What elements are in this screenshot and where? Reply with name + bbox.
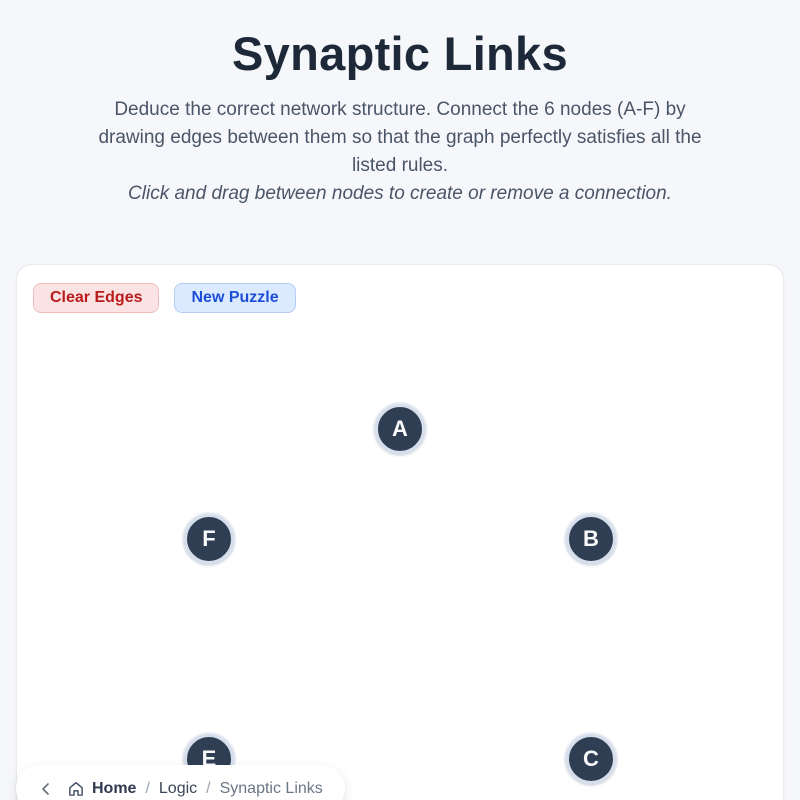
new-puzzle-button[interactable]: New Puzzle: [174, 283, 296, 313]
breadcrumb-item-home[interactable]: Home: [67, 780, 136, 798]
breadcrumb-home-label: Home: [92, 779, 137, 797]
puzzle-card: Clear Edges New Puzzle: [16, 264, 784, 800]
node-label: E: [201, 746, 217, 771]
breadcrumb-separator: /: [206, 779, 211, 797]
breadcrumb-separator: /: [145, 779, 150, 797]
graph-node-b[interactable]: B: [566, 514, 616, 564]
puzzle-toolbar: Clear Edges New Puzzle: [33, 283, 767, 313]
back-chevron-icon[interactable]: [38, 781, 54, 797]
breadcrumb: Home / Logic / Synaptic Links: [16, 765, 345, 800]
node-label: B: [583, 526, 599, 551]
graph-node-c[interactable]: C: [566, 734, 616, 784]
node-label: A: [392, 416, 408, 441]
node-label: C: [583, 746, 599, 771]
clear-edges-button[interactable]: Clear Edges: [33, 283, 160, 313]
page-title: Synaptic Links: [232, 27, 568, 80]
graph-node-a[interactable]: A: [375, 404, 425, 454]
breadcrumb-item-logic[interactable]: Logic: [158, 779, 198, 797]
node-label: F: [202, 526, 216, 551]
home-icon: [67, 780, 85, 798]
puzzle-instruction: Click and drag between nodes to create o…: [128, 183, 672, 204]
graph-node-f[interactable]: F: [184, 514, 234, 564]
breadcrumb-item-current: Synaptic Links: [219, 779, 323, 797]
puzzle-description: Deduce the correct network structure. Co…: [98, 99, 702, 176]
